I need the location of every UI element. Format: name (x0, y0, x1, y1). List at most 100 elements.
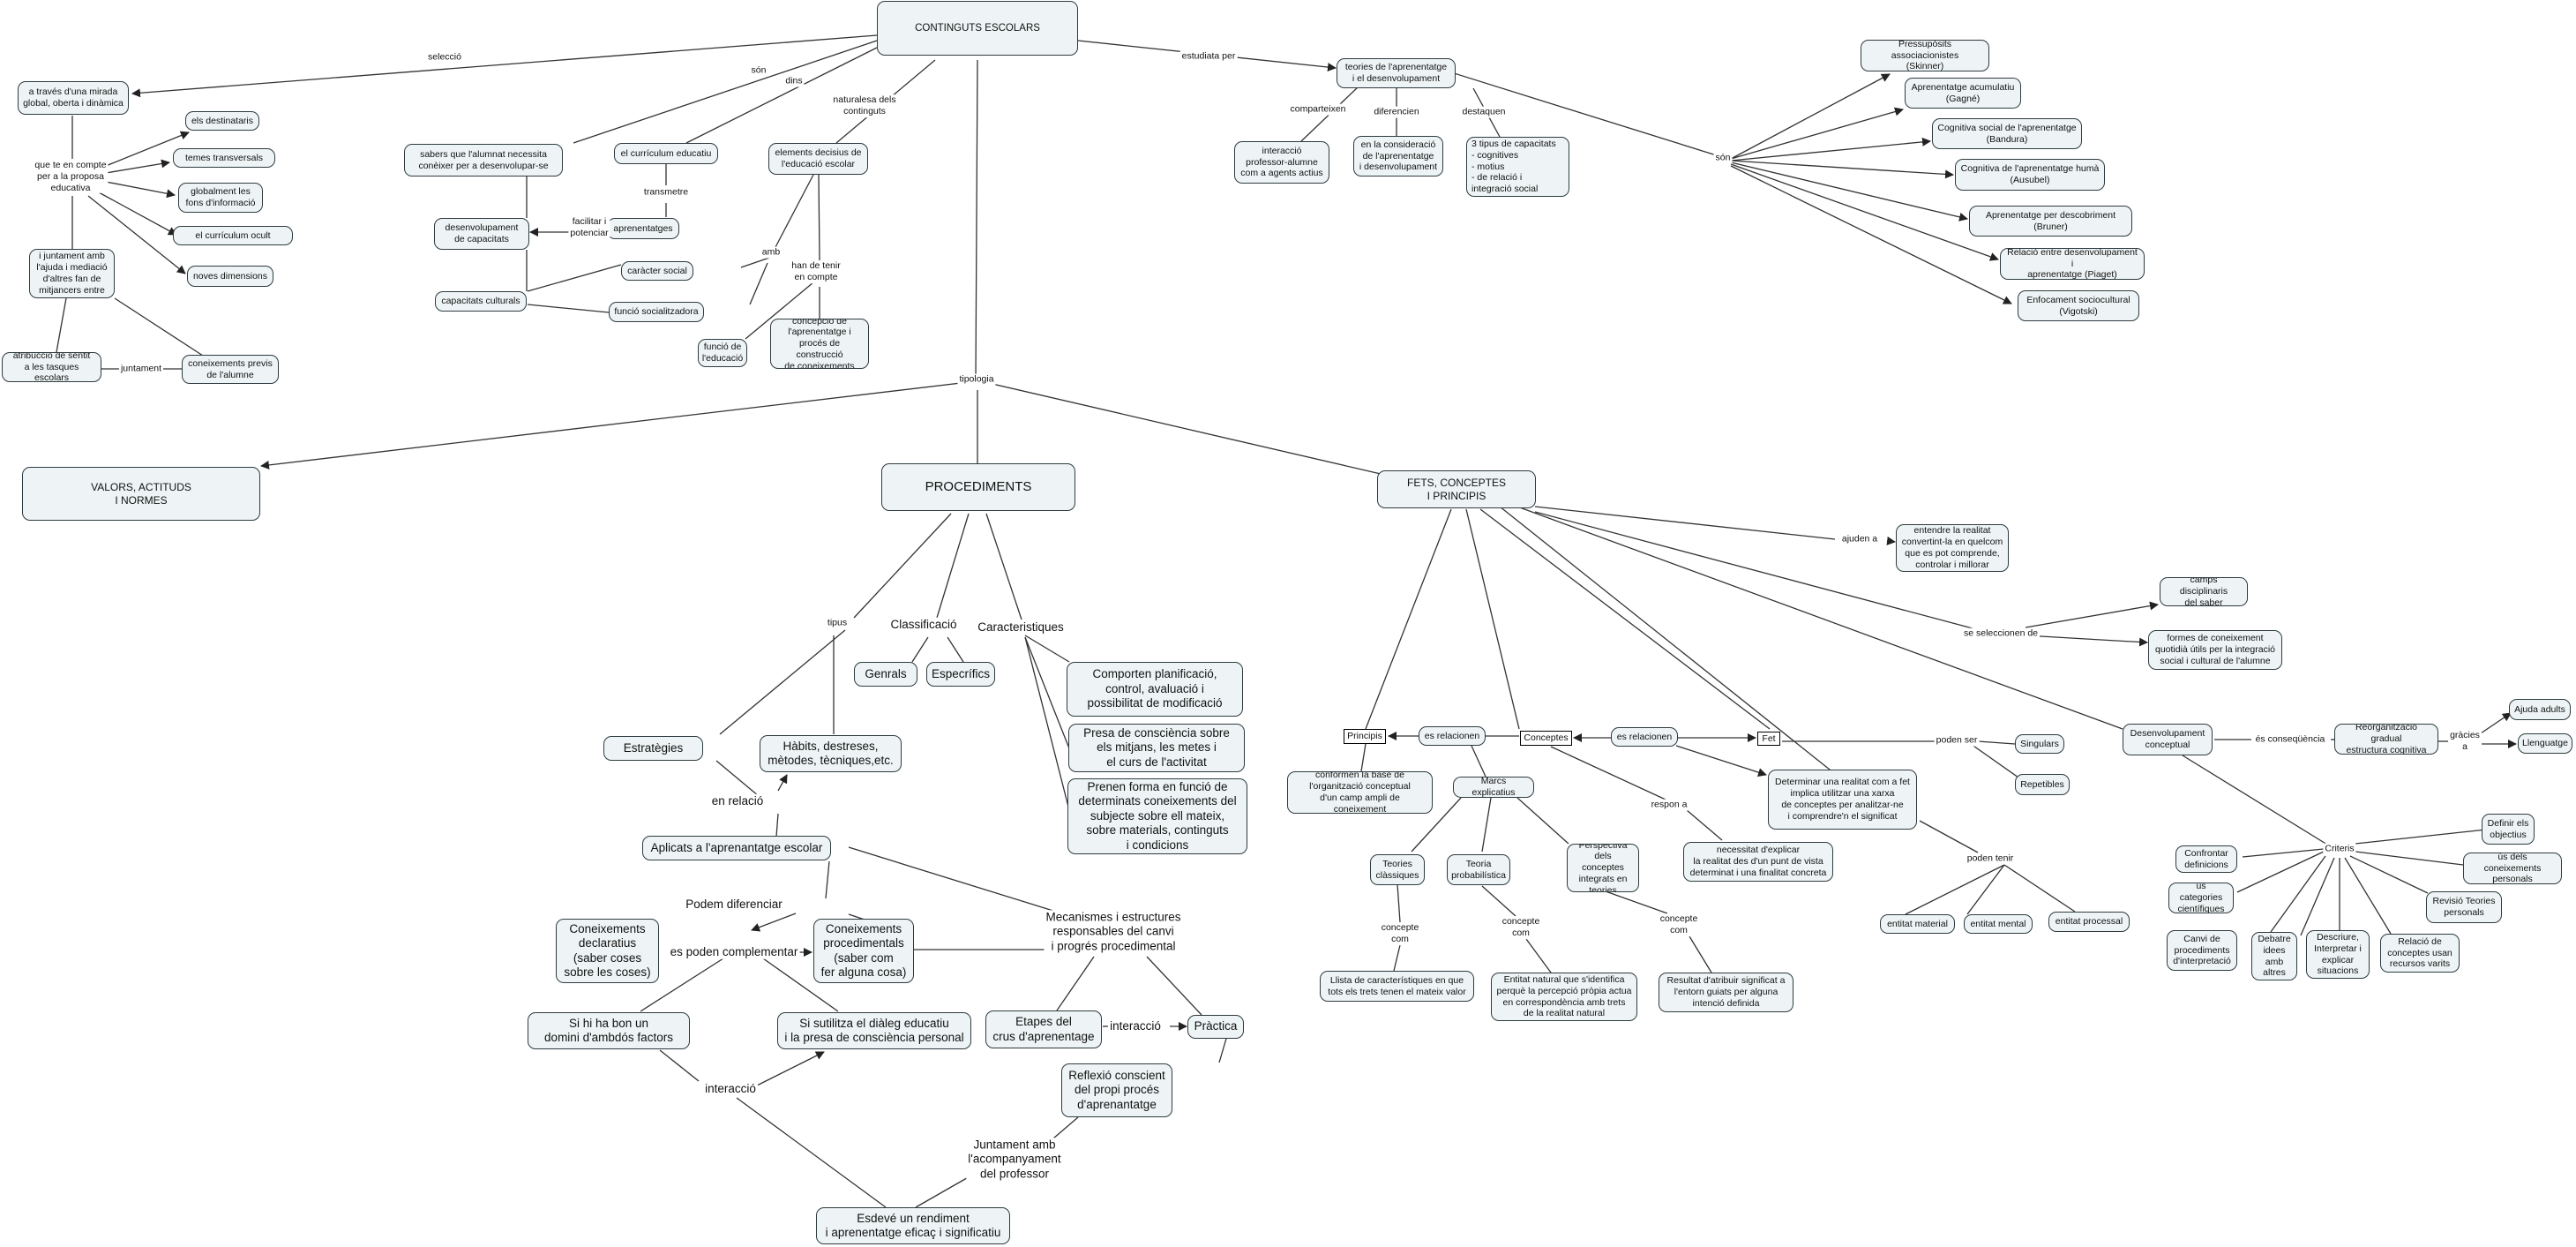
node-practica[interactable]: Pràctica (1187, 1015, 1244, 1039)
node-capacitats-culturals[interactable]: capacitats culturals (435, 291, 527, 312)
node-destinataris[interactable]: els destinataris (185, 111, 259, 131)
node-ajuda-adults[interactable]: Ajuda adults (2509, 699, 2571, 720)
node-funcio-educacio[interactable]: funció de l'educació (698, 339, 747, 367)
link-label-respon-a: respon a (1649, 799, 1689, 811)
node-esdeve[interactable]: Esdevé un rendiment i aprenentatge efica… (816, 1207, 1010, 1244)
node-noves-dimensions[interactable]: noves dimensions (187, 266, 273, 287)
node-si-hi-ha[interactable]: Si hi ha bon un domini d'ambdós factors (528, 1012, 690, 1049)
node-reorganitzacio[interactable]: Reorganització gradual estructura cognit… (2334, 724, 2438, 755)
node-desenvolupament-capacitats[interactable]: desenvolupament de capacitats (434, 218, 529, 250)
node-resultat[interactable]: Resultat d'atribuir significat a l'entor… (1659, 973, 1793, 1012)
node-declaratius[interactable]: Coneixements declaratius (saber coses so… (556, 919, 659, 983)
node-etapes[interactable]: Etapes del crus d'aprenentage (985, 1010, 1102, 1048)
node-teoria-probabilistica[interactable]: Teoria probabilística (1447, 854, 1510, 885)
link-label-son-2: són (1713, 152, 1733, 164)
node-ausubel[interactable]: Cognitiva de l'aprenentatge humà (Ausube… (1955, 159, 2105, 191)
node-habits[interactable]: Hàbits, destreses, mètodes, tècniques,et… (760, 735, 902, 772)
link-label-dins: dins (783, 75, 805, 87)
link-label-naturalesa: naturalesa dels continguts (831, 94, 898, 117)
node-fets[interactable]: FETS, CONCEPTES I PRINCIPIS (1377, 470, 1536, 508)
node-piaget[interactable]: Relació entre desenvolupament i aprenent… (2000, 248, 2145, 280)
node-entitat-processal[interactable]: entitat processal (2048, 912, 2130, 932)
link-label-facilitar: facilitar i potenciar (568, 216, 610, 239)
node-marcs[interactable]: Marcs explicatius (1453, 777, 1534, 798)
node-repetibles[interactable]: Repetibles (2015, 774, 2070, 795)
node-llista[interactable]: Llista de característiques en que tots e… (1320, 971, 1474, 1002)
link-label-podem-diferenciar: Podem diferenciar (684, 897, 784, 913)
node-canvi-procediments[interactable]: Canvi de procediments d'interpretació (2167, 930, 2237, 971)
node-root[interactable]: CONTINGUTS ESCOLARS (877, 1, 1078, 56)
node-genrals[interactable]: Genrals (854, 662, 917, 687)
node-camps[interactable]: camps disciplinaris del saber (2160, 577, 2248, 606)
node-vigotski[interactable]: Enfocament sociocultural (Vigotski) (2018, 290, 2139, 321)
node-definir[interactable]: Definir els objectius (2482, 814, 2535, 845)
node-procedimentals[interactable]: Coneixements procedimentals (saber com f… (813, 919, 914, 983)
node-singulars[interactable]: Singulars (2015, 734, 2064, 754)
node-bruner[interactable]: Aprenentatge per descobriment (Bruner) (1969, 206, 2132, 237)
node-bandura[interactable]: Cognitiva social de l'aprenentatge (Band… (1932, 118, 2082, 149)
node-descriure[interactable]: Descriure, Interpretar i explicar situac… (2306, 930, 2370, 979)
node-curriculum-educatiu[interactable]: el currículum educatiu (614, 143, 718, 164)
node-comporten[interactable]: Comporten planificació, control, avaluac… (1067, 662, 1243, 717)
node-principis[interactable]: Principis (1344, 729, 1386, 744)
node-confrontar[interactable]: Confrontar definicions (2175, 845, 2237, 873)
node-debatre[interactable]: Debatre idees amb altres (2251, 932, 2297, 980)
node-estrategies[interactable]: Estratègies (603, 736, 703, 761)
node-revisio[interactable]: Revisió Teories personals (2426, 891, 2502, 923)
node-si-sutilitza[interactable]: Si sutilitza el diàleg educatiu i la pre… (777, 1012, 971, 1049)
node-llenguatge[interactable]: Llenguatge (2518, 733, 2572, 754)
node-entendre[interactable]: entendre la realitat convertint-la en qu… (1896, 524, 2009, 572)
link-label-juntament-amb: Juntament amb l'acompanyament del profes… (966, 1138, 1063, 1182)
node-aplicats[interactable]: Aplicats a l'aprenantatge escolar (642, 836, 831, 860)
node-tres-tipus[interactable]: 3 tipus de capacitats - cognitives - mot… (1466, 137, 1569, 197)
link-label-poden-tenir: poden tenir (1965, 853, 2016, 865)
node-atribucio-sentit[interactable]: atribucció de sentit a les tasques escol… (2, 352, 101, 382)
node-funcio-socialitzadora[interactable]: funció socialitzadora (609, 302, 704, 322)
node-aprenentatges[interactable]: aprenentatges (607, 218, 679, 239)
node-es-relacionen-1[interactable]: es relacionen (1419, 726, 1486, 746)
node-elements-decisius[interactable]: elements decisius de l'educació escolar (768, 143, 868, 175)
node-especifics[interactable]: Especrífics (926, 662, 995, 687)
node-relacio-conceptes[interactable]: Relació de conceptes usan recursos varit… (2380, 934, 2460, 973)
node-conceptes[interactable]: Conceptes (1520, 731, 1572, 746)
node-concepcio-aprenentatge[interactable]: concepció de l'aprenentatge i procés de … (770, 319, 869, 369)
link-label-es-poden-complementar: es poden complementar (668, 944, 800, 960)
node-entitat-natural[interactable]: Entitat natural que s'identifica perquè … (1491, 973, 1637, 1021)
node-presa-consciencia[interactable]: Presa de consciència sobre els mitjans, … (1068, 724, 1245, 772)
node-es-relacionen-2[interactable]: es relacionen (1611, 727, 1678, 747)
node-gagne[interactable]: Aprenentatge acumulatiu (Gagné) (1905, 78, 2021, 109)
node-reflexio[interactable]: Reflexió conscient del propi procés d'ap… (1061, 1063, 1172, 1117)
node-conformen[interactable]: conformen la base de l'organització conc… (1287, 771, 1433, 814)
node-globalment[interactable]: globalment les fons d'informació (178, 183, 263, 213)
node-procediments[interactable]: PROCEDIMENTS (881, 463, 1075, 511)
link-label-se-seleccionen: se seleccionen de (1961, 627, 2041, 640)
node-teories[interactable]: teories de l'aprenentatge i el desenvolu… (1337, 58, 1456, 88)
node-a-traves[interactable]: a través d'una mirada global, oberta i d… (18, 81, 129, 115)
link-label-destaquen: destaquen (1460, 106, 1508, 118)
node-formes[interactable]: formes de coneixement quotidià útils per… (2148, 630, 2282, 670)
node-consideracio[interactable]: en la consideració de l'aprenentatge i d… (1353, 136, 1443, 177)
node-juntament-ajuda[interactable]: i juntament amb l'ajuda i mediació d'alt… (29, 249, 115, 298)
link-label-estudiata: estudiata per (1179, 50, 1238, 63)
node-sabers[interactable]: sabers que l'alumnat necessita conèixer … (404, 144, 563, 177)
node-valors[interactable]: VALORS, ACTITUDS I NORMES (22, 467, 260, 521)
node-perspectiva[interactable]: Perspectiva dels conceptes integrats en … (1567, 844, 1639, 892)
node-determinar[interactable]: Determinar una realitat com a fet implic… (1768, 770, 1917, 830)
node-necessitat[interactable]: necessitat d'explicar la realitat des d'… (1683, 842, 1833, 882)
node-curriculum-ocult[interactable]: el currículum ocult (173, 226, 293, 245)
node-us-categories[interactable]: ús categories científiques (2168, 883, 2234, 913)
node-desenvolupament-conceptual[interactable]: Desenvolupament conceptual (2123, 724, 2213, 755)
node-prenen-forma[interactable]: Prenen forma en funció de determinats co… (1067, 778, 1247, 854)
node-caracter-social[interactable]: caràcter social (621, 261, 693, 281)
node-skinner[interactable]: Pressupòsits associacionistes (Skinner) (1861, 40, 1989, 71)
node-us-coneixements[interactable]: ús dels coneixements personals (2463, 853, 2562, 884)
node-entitat-mental[interactable]: entitat mental (1964, 914, 2033, 934)
node-teories-classiques[interactable]: Teories clàssiques (1370, 854, 1425, 885)
node-temes-transversals[interactable]: temes transversals (173, 148, 275, 168)
node-coneixements-previs[interactable]: coneixements previs de l'alumne (182, 355, 279, 384)
node-entitat-material[interactable]: entitat material (1880, 914, 1955, 934)
node-interaccio-prof[interactable]: interacció professor-alumne com a agents… (1234, 141, 1329, 184)
link-label-gracies-a: gràcies a (2448, 730, 2482, 753)
node-fet[interactable]: Fet (1757, 732, 1780, 746)
